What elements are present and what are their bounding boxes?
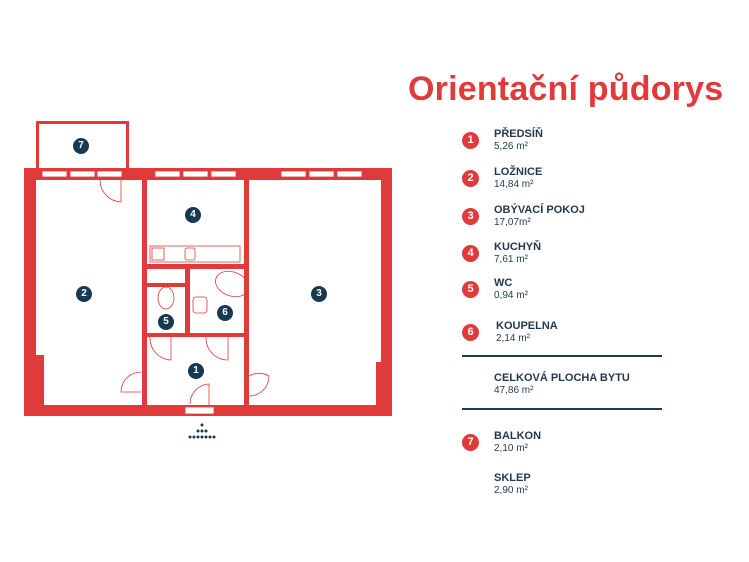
room-number-badge: 3 — [462, 208, 479, 225]
room-area: 17,07m² — [494, 217, 531, 228]
room-name: OBÝVACÍ POKOJ — [494, 204, 585, 216]
legend-item-obyvaci-pokoj: 3 OBÝVACÍ POKOJ 17,07m² — [462, 204, 682, 234]
room-name: PŘEDSÍŇ — [494, 128, 543, 140]
room-area: 2,10 m² — [494, 443, 528, 454]
plan-room-1-badge: 1 — [188, 363, 204, 379]
plan-room-5-badge: 5 — [158, 314, 174, 330]
room-name: LOŽNICE — [494, 166, 543, 178]
legend-item-balkon: 7 BALKON 2,10 m² — [462, 430, 682, 460]
room-name: WC — [494, 277, 513, 289]
room-name: SKLEP — [494, 472, 531, 484]
legend-item-sklep: SKLEP 2,90 m² — [462, 472, 682, 502]
legend-item-wc: 5 WC 0,94 m² — [462, 277, 682, 307]
room-number-badge: 2 — [462, 170, 479, 187]
legend-item-kuchyn: 4 KUCHYŇ 7,61 m² — [462, 241, 682, 271]
room-number-badge: 4 — [462, 245, 479, 262]
plan-room-6-badge: 6 — [217, 305, 233, 321]
room-number-badge: 1 — [462, 132, 479, 149]
room-number-badge: 7 — [462, 434, 479, 451]
room-number-badge: 5 — [462, 281, 479, 298]
room-area: 2,14 m² — [496, 333, 530, 344]
plan-room-7-badge: 7 — [73, 138, 89, 154]
legend-total-area: CELKOVÁ PLOCHA BYTU 47,86 m² — [462, 372, 682, 402]
legend-item-predsin: 1 PŘEDSÍŇ 5,26 m² — [462, 128, 682, 158]
room-area: 7,61 m² — [494, 254, 528, 265]
legend-item-koupelna: 6 KOUPELNA 2,14 m² — [462, 320, 682, 350]
room-area: 2,90 m² — [494, 485, 528, 496]
room-area: 0,94 m² — [494, 290, 528, 301]
room-name: BALKON — [494, 430, 542, 442]
total-label: CELKOVÁ PLOCHA BYTU — [494, 372, 630, 384]
divider-top — [462, 355, 662, 357]
legend-item-loznice: 2 LOŽNICE 14,84 m² — [462, 166, 682, 196]
plan-room-4-badge: 4 — [185, 207, 201, 223]
room-name: KUCHYŇ — [494, 241, 542, 253]
divider-bottom — [462, 408, 662, 410]
room-number-badge: 6 — [462, 324, 479, 341]
plan-room-3-badge: 3 — [311, 286, 327, 302]
room-name: KOUPELNA — [496, 320, 558, 332]
total-area: 47,86 m² — [494, 385, 534, 396]
room-area: 5,26 m² — [494, 141, 528, 152]
room-area: 14,84 m² — [494, 179, 534, 190]
page-title: Orientační půdorys — [408, 70, 724, 108]
plan-room-2-badge: 2 — [76, 286, 92, 302]
